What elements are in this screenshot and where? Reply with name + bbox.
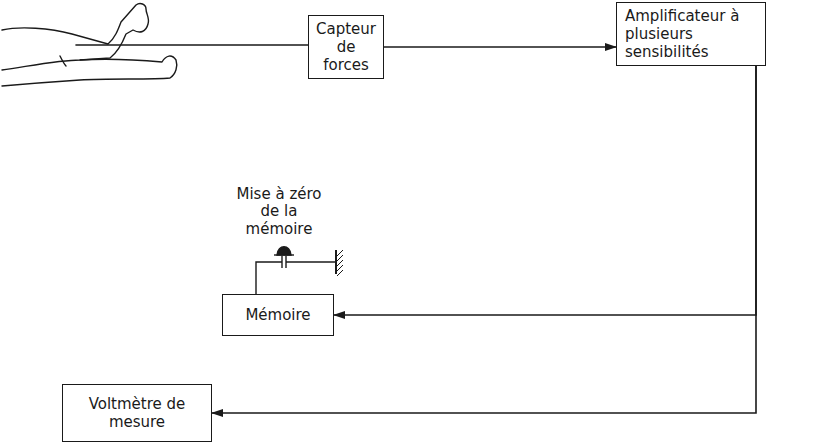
signal-arrow [212, 66, 756, 413]
reset-switch [256, 247, 343, 294]
signal-arrow [384, 46, 616, 48]
switch-label: Mise à zéro de la mémoire [226, 186, 332, 238]
voltmeter-box: Voltmètre de mesure [62, 384, 212, 442]
box-label: Amplificateur à plusieurs sensibilités [625, 7, 757, 61]
signal-arrow [334, 66, 756, 315]
sensor-box: Capteur de forces [308, 15, 384, 79]
lying-legs [2, 4, 310, 86]
box-label: Mémoire [245, 306, 310, 324]
memory-box: Mémoire [222, 294, 334, 336]
box-label: Voltmètre de mesure [71, 395, 203, 431]
amplifier-box: Amplificateur à plusieurs sensibilités [616, 2, 766, 66]
box-label: Capteur de forces [316, 20, 376, 74]
